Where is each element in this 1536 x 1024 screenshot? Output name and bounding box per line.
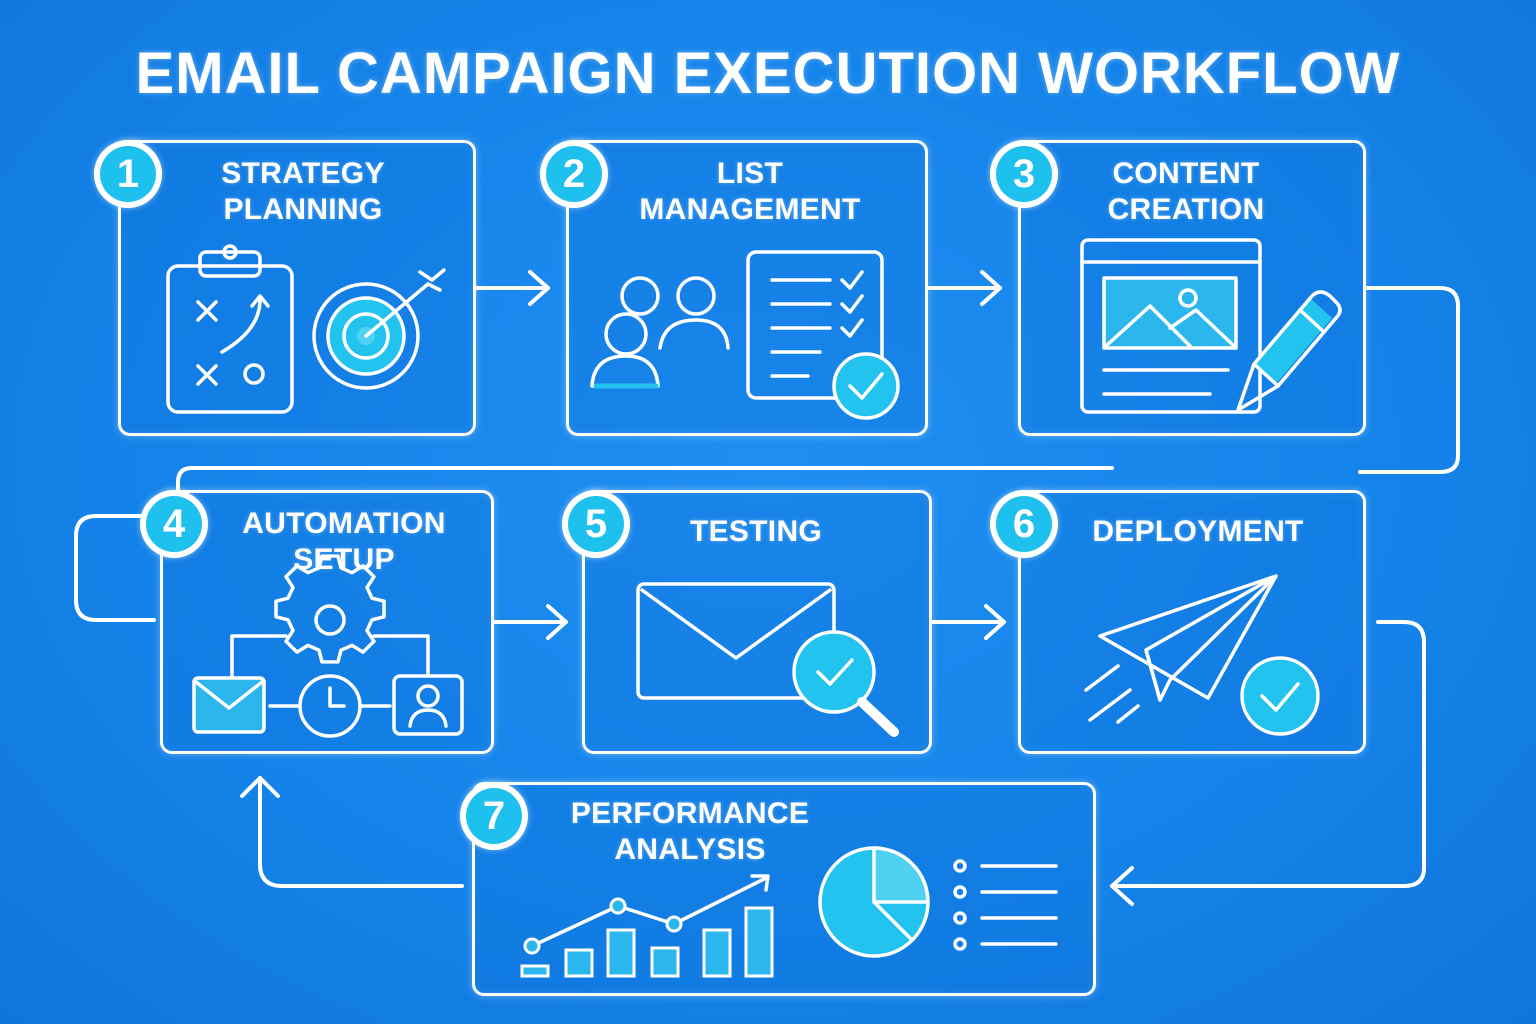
- step-title-line: AUTOMATION: [242, 507, 446, 540]
- email-icon: [192, 676, 266, 734]
- step-number: 6: [996, 496, 1052, 552]
- pie-chart-icon: [818, 846, 930, 958]
- bar-line-chart-icon: [520, 874, 774, 978]
- step-number-badge: 4: [140, 490, 208, 558]
- step-number-badge: 7: [460, 782, 528, 850]
- step-title-strategy-planning: STRATEGY PLANNING: [168, 156, 438, 228]
- document-image-icon: [1080, 238, 1262, 414]
- step-title-line: CREATION: [1107, 193, 1265, 226]
- pencil-icon: [1236, 290, 1342, 412]
- step-number: 7: [466, 788, 522, 844]
- check-circle-icon: [1240, 656, 1320, 736]
- step-number: 2: [546, 146, 602, 202]
- step-title-line: MANAGEMENT: [639, 193, 861, 226]
- step-title-list-management: LIST MANAGEMENT: [610, 156, 890, 228]
- paper-plane-icon: [1084, 574, 1278, 724]
- list-lines-icon: [953, 859, 1058, 951]
- step-title-line: ANALYSIS: [614, 833, 766, 866]
- magnifier-check-icon: [792, 630, 899, 737]
- clock-icon: [268, 674, 392, 738]
- step-title-line: TESTING: [689, 515, 823, 548]
- arrow-4-to-5: [492, 604, 568, 640]
- automation-links: [230, 634, 430, 678]
- clipboard-icon: [166, 244, 294, 414]
- step-card-strategy-planning: [118, 140, 476, 436]
- step-title-line: STRATEGY: [221, 157, 385, 190]
- arrow-5-to-6: [930, 604, 1006, 640]
- arrow-1-to-2: [474, 270, 550, 306]
- step-number-badge: 5: [562, 490, 630, 558]
- arrow-2-to-3: [926, 270, 1002, 306]
- diagram-title: EMAIL CAMPAIGN EXECUTION WORKFLOW: [135, 41, 1401, 106]
- gear-icon: [274, 554, 386, 664]
- step-number-badge: 3: [990, 140, 1058, 208]
- step-number-badge: 1: [94, 140, 162, 208]
- step-title-deployment: DEPLOYMENT: [1070, 514, 1326, 550]
- step-number: 3: [996, 146, 1052, 202]
- step-title-line: PLANNING: [223, 193, 383, 226]
- users-icon: [590, 276, 730, 389]
- step-number: 1: [100, 146, 156, 202]
- step-number: 5: [568, 496, 624, 552]
- step-number: 4: [146, 496, 202, 552]
- step-title-line: LIST: [716, 157, 784, 190]
- arrow-7-to-4: [240, 776, 464, 888]
- step-title-line: PERFORMANCE: [570, 797, 810, 830]
- step-title-line: DEPLOYMENT: [1092, 515, 1304, 548]
- step-number-badge: 2: [540, 140, 608, 208]
- step-number-badge: 6: [990, 490, 1058, 558]
- connector-3-to-4: [74, 286, 1460, 622]
- arrow-6-to-7: [1110, 620, 1426, 906]
- step-title-content-creation: CONTENT CREATION: [1056, 156, 1316, 228]
- step-title-performance-analysis: PERFORMANCE ANALYSIS: [548, 796, 832, 868]
- step-title-line: CONTENT: [1112, 157, 1260, 190]
- checklist-icon: [746, 250, 900, 420]
- target-icon: [312, 268, 446, 390]
- step-title-testing: TESTING: [640, 514, 872, 550]
- user-profile-icon: [392, 674, 464, 736]
